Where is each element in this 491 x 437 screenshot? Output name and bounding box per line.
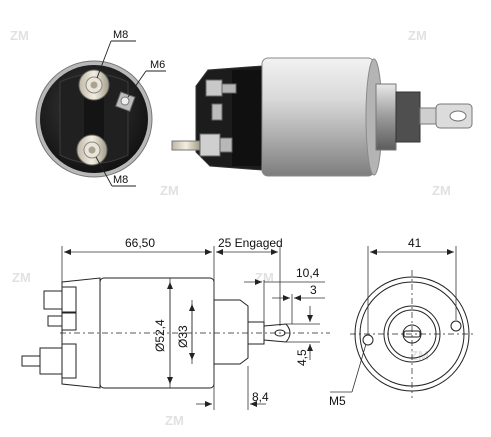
lower-threaded-stud [171, 133, 233, 157]
plunger-eye [419, 103, 473, 129]
side-drawing [21, 277, 330, 389]
side-photo-view [171, 57, 473, 177]
top-stud-nut [205, 79, 223, 97]
mounting-hole-left [362, 334, 374, 346]
end-dimension-lines [330, 246, 457, 393]
watermark-text: ZM [160, 183, 179, 198]
label-end-width: 41 [408, 236, 422, 250]
top-stud-outline [43, 290, 63, 310]
end-drawing [350, 270, 474, 398]
top-terminal-stud [78, 69, 110, 101]
collar [395, 91, 421, 143]
lower-stud-outline [21, 355, 41, 367]
leader-line [95, 156, 113, 187]
label-small-terminal: M6 [150, 59, 165, 71]
leader-line [96, 40, 112, 79]
bottom-terminal-stud [76, 134, 108, 166]
watermark-text: ZM [432, 183, 451, 198]
watermark-text: ZM [408, 28, 427, 43]
label-eye-offset: 3 [310, 283, 317, 297]
label-plunger-length: 10,4 [296, 266, 320, 280]
leader-line [127, 70, 147, 98]
label-top-terminal: M8 [113, 29, 128, 41]
watermark-text: ZM [12, 270, 31, 285]
watermark-text: ZM [10, 28, 29, 43]
side-dimension-labels: 66,50 25 Engaged 10,4 3 Ø52,4 Ø33 4,5 8,… [125, 236, 320, 404]
label-stroke: 25 Engaged [218, 236, 283, 250]
label-collar-diameter: Ø33 [176, 325, 190, 348]
mounting-hole-right [450, 320, 462, 332]
label-slot-width: 4,5 [295, 349, 309, 366]
leader-line [351, 343, 367, 393]
label-collar-length: 8,4 [252, 390, 269, 404]
label-body-length: 66,50 [125, 236, 155, 250]
small-terminal-stud [115, 91, 136, 112]
side-dimension-lines [61, 246, 325, 410]
watermark-text: ZM [165, 413, 184, 428]
solenoid-body [261, 57, 375, 177]
terminal-view: M8 M6 M8 [35, 29, 166, 187]
label-bottom-terminal: M8 [113, 174, 128, 186]
label-mount-thread: M5 [329, 394, 346, 408]
label-body-diameter: Ø52,4 [153, 319, 167, 352]
